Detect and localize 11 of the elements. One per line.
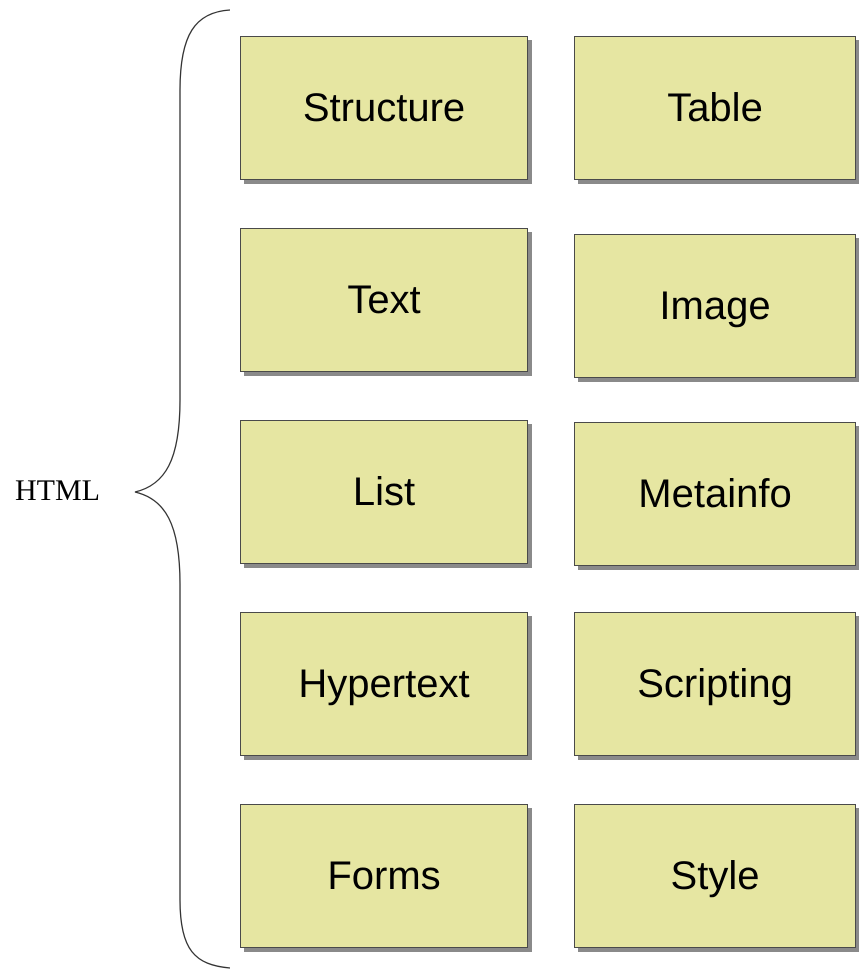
box-label: List [352,470,416,514]
box-label: Image [659,284,771,328]
box-label: Metainfo [638,472,792,516]
box-label: Style [670,854,760,898]
box-label: Forms [327,854,441,898]
box-label: Hypertext [298,662,470,706]
brace-label: HTML [15,474,100,508]
box-label: Text [347,278,421,322]
box-label: Table [667,86,763,130]
box-label: Structure [302,86,466,130]
box-label: Scripting [637,662,793,706]
